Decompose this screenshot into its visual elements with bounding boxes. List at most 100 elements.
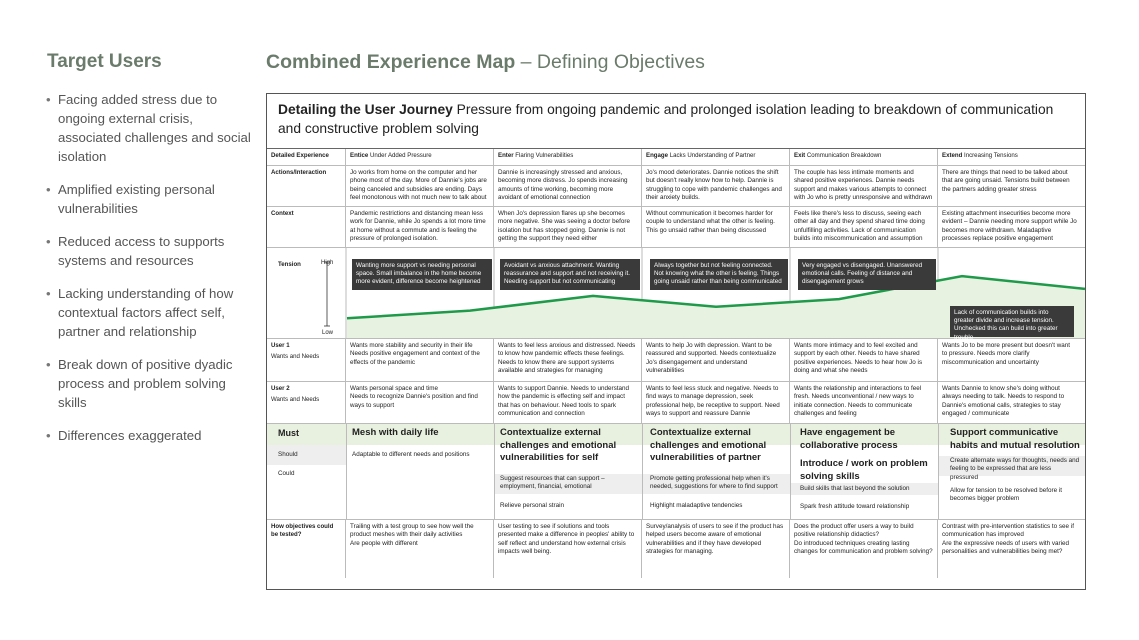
context-cell: Feels like there's less to discuss, seei… <box>790 207 938 247</box>
must-objective: Mesh with daily life <box>352 427 439 438</box>
testing-cell: Survey/analysis of users to see if the p… <box>642 520 790 578</box>
could-objective: Suggest resources that can support – emp… <box>500 475 605 491</box>
must-band <box>267 424 1085 445</box>
context-row: Context Pandemic restrictions and distan… <box>267 207 1085 248</box>
user2-cell: Wants to support Dannie. Needs to unders… <box>494 382 642 423</box>
bullet-item: Reduced access to supports systems and r… <box>46 232 256 270</box>
tension-high-label: High <box>321 260 334 266</box>
experience-map: Detailing the User Journey Pressure from… <box>266 93 1086 590</box>
user2-cell: Wants to feel less stuck and negative. N… <box>642 382 790 423</box>
stage-desc: Communication Breakdown <box>805 152 882 159</box>
tension-low-label: Low <box>322 330 334 336</box>
stage-desc: Increasing Tensions <box>962 152 1018 159</box>
stages-header-row: Detailed Experience Entice Under Added P… <box>267 149 1085 166</box>
user1-row: User 1 Wants and Needs Wants more stabili… <box>267 339 1085 382</box>
stage-name: Enter <box>498 152 514 159</box>
user-label: User 2 <box>271 385 290 392</box>
row-label: Actions/Interaction <box>267 166 346 206</box>
user1-cell: Wants Jo to be more present but doesn't … <box>942 342 1071 366</box>
target-users-list: Facing added stress due to ongoing exter… <box>46 90 256 459</box>
user2-cell: Wants the relationship and interactions … <box>790 382 938 423</box>
user-sublabel: Wants and Needs <box>271 353 320 361</box>
extra-objective: Highlight maladaptive tendencies <box>650 502 743 509</box>
journey-title: Detailing the User Journey Pressure from… <box>278 100 1078 138</box>
tension-callout: Avoidant vs anxious attachment. Wanting … <box>500 259 640 290</box>
objectives-block: Must Should Could Mesh with daily life A… <box>267 424 1085 520</box>
stage-name: Exit <box>794 152 806 159</box>
user-label: User 1 <box>271 342 290 349</box>
stage-header: Entice Under Added Pressure <box>346 149 494 165</box>
context-cell: Pandemic restrictions and distancing mea… <box>346 207 494 247</box>
should-objective: Create alternate ways for thoughts, need… <box>950 457 1080 481</box>
extra-objective: Spark fresh attitude toward relationship <box>800 503 910 510</box>
user1-cell: Wants more intimacy and to feel excited … <box>790 339 938 381</box>
testing-cell: Trailing with a test group to see how we… <box>346 520 494 578</box>
row-label: How objectives could be tested? <box>267 520 346 578</box>
row-label: Detailed Experience <box>267 149 346 165</box>
should-objective: Introduce / work on problem solving skil… <box>800 458 928 482</box>
should-label: Should <box>278 451 298 458</box>
user2-cell: Wants Dannie to know she's doing without… <box>942 385 1065 418</box>
stage-name: Engage <box>646 152 669 159</box>
should-objective: Adaptable to different needs and positio… <box>352 451 470 458</box>
actions-cell: There are things that need to be talked … <box>942 169 1070 193</box>
tension-callout: Wanting more support vs needing personal… <box>352 259 492 290</box>
must-label: Must <box>278 428 299 438</box>
row-label: Context <box>267 207 346 247</box>
stage-header: Engage Lacks Understanding of Partner <box>642 149 790 165</box>
must-objective: Support communicative habits and mutual … <box>950 427 1080 451</box>
must-objective: Contextualize external challenges and em… <box>500 427 617 463</box>
actions-row: Actions/Interaction Jo works from home o… <box>267 166 1085 207</box>
stage-desc: Under Added Pressure <box>368 152 432 159</box>
stage-name: Entice <box>350 152 369 159</box>
page-title-bold: Combined Experience Map <box>266 51 516 73</box>
user1-cell: Wants to feel less anxious and distresse… <box>494 339 642 381</box>
could-objective: Build skills that last beyond the soluti… <box>800 485 910 492</box>
stage-header: Exit Communication Breakdown <box>790 149 938 165</box>
user-sublabel: Wants and Needs <box>271 396 320 404</box>
bullet-item: Break down of positive dyadic process an… <box>46 355 256 412</box>
row-label: User 1 Wants and Needs <box>267 339 346 381</box>
page-title-subtitle: – Defining Objectives <box>515 51 705 73</box>
page-title: Combined Experience Map – Defining Objec… <box>266 51 705 74</box>
bullet-item: Facing added stress due to ongoing exter… <box>46 90 256 166</box>
tension-row: Tension High Low Wanting more support vs… <box>267 248 1085 341</box>
journey-title-bold: Detailing the User Journey <box>278 102 453 117</box>
tension-callout: Always together but not feeling connecte… <box>650 259 788 290</box>
could-label: Could <box>278 470 295 477</box>
bullet-item: Differences exaggerated <box>46 426 256 445</box>
actions-cell: Jo's mood deteriorates. Dannie notices t… <box>642 166 790 206</box>
testing-cell: Does the product offer users a way to bu… <box>790 520 938 578</box>
experience-grid: Detailed Experience Entice Under Added P… <box>267 148 1085 578</box>
could-objective: Allow for tension to be resolved before … <box>950 487 1063 503</box>
stage-desc: Flaring Vulnerabilities <box>513 152 574 159</box>
stage-header: Enter Flaring Vulnerabilities <box>494 149 642 165</box>
testing-cell: Contrast with pre-intervention statistic… <box>942 523 1074 556</box>
context-cell: Existing attachment insecurities become … <box>942 210 1077 243</box>
testing-row: How objectives could be tested? Trailing… <box>267 520 1085 578</box>
stage-header: Extend Increasing Tensions <box>938 149 1081 165</box>
context-cell: When Jo's depression flares up she becom… <box>494 207 642 247</box>
tension-callout: Very engaged vs disengaged. Unanswered e… <box>798 259 936 290</box>
should-band <box>267 445 346 465</box>
actions-cell: The couple has less intimate moments and… <box>790 166 938 206</box>
journey-title-rest: Pressure from ongoing pandemic and prolo… <box>278 102 1054 136</box>
stage-name: Extend <box>942 152 963 159</box>
row-label: Tension <box>278 261 301 268</box>
actions-cell: Dannie is increasingly stressed and anxi… <box>494 166 642 206</box>
testing-cell: User testing to see if solutions and too… <box>494 520 642 578</box>
could-objective: Promote getting professional help when i… <box>650 475 778 491</box>
bullet-item: Amplified existing personal vulnerabilit… <box>46 180 256 218</box>
context-cell: Without communication it becomes harder … <box>642 207 790 247</box>
target-users-title: Target Users <box>47 51 162 72</box>
tension-callout: Lack of communication builds into greate… <box>950 306 1074 341</box>
user1-cell: Wants more stability and security in the… <box>346 339 494 381</box>
must-objective: Contextualize external challenges and em… <box>650 427 767 463</box>
bullet-item: Lacking understanding of how contextual … <box>46 284 256 341</box>
row-label: User 2 Wants and Needs <box>267 382 346 423</box>
actions-cell: Jo works from home on the computer and h… <box>346 166 494 206</box>
user1-cell: Wants to help Jo with depression. Want t… <box>642 339 790 381</box>
extra-objective: Relieve personal strain <box>500 502 565 509</box>
tension-chart <box>324 248 1085 338</box>
